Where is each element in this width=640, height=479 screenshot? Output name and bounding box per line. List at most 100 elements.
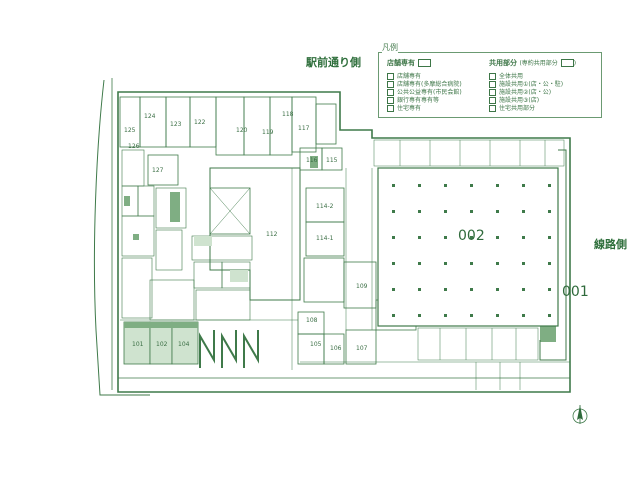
column-dot: [522, 288, 525, 291]
legend-store-item: 銀行専有専有等: [387, 95, 439, 104]
column-dot: [470, 236, 473, 239]
column-dot: [470, 314, 473, 317]
column-dot: [522, 210, 525, 213]
unit-102: 102: [156, 341, 168, 348]
column-dot: [470, 288, 473, 291]
shop-104: [171, 321, 199, 365]
column-dot: [548, 210, 551, 213]
column-dot: [444, 236, 447, 239]
unit-106: 106: [330, 345, 342, 352]
column-dot: [470, 262, 473, 265]
legend: 凡例 店舗専有 共用部分 (専約共用部分) 店舗専有 店舗専有(多摩総合病院) …: [378, 42, 602, 118]
column-dot: [470, 184, 473, 187]
column-dot: [548, 184, 551, 187]
top-shops: [119, 96, 343, 186]
unit-125: 125: [124, 127, 136, 134]
column-dot: [522, 236, 525, 239]
column-dot: [496, 210, 499, 213]
unit-124: 124: [144, 113, 156, 120]
column-dot: [444, 210, 447, 213]
column-dot: [548, 262, 551, 265]
unit-119: 119: [262, 129, 274, 136]
legend-shared-swatch: [560, 59, 574, 67]
legend-store-item: 店舗専有: [387, 71, 421, 80]
legend-shared-item: 施設共用①(店・公・駐): [489, 79, 563, 88]
column-dot: [496, 314, 499, 317]
column-dot: [522, 314, 525, 317]
column-dot: [392, 236, 395, 239]
column-dot: [392, 210, 395, 213]
corridor-lines: [120, 168, 373, 370]
column-dot: [392, 314, 395, 317]
shared-fill: [230, 270, 248, 282]
legend-shared-subtitle: (専約共用部分: [519, 60, 558, 67]
legend-store-title-text: 店舗専有: [387, 59, 415, 67]
column-dot: [418, 288, 421, 291]
legend-store-item: 住宅専有: [387, 103, 421, 112]
legend-shared-item: 施設共用③(店): [489, 95, 539, 104]
column-dot: [444, 314, 447, 317]
unit-127: 127: [152, 167, 164, 174]
column-dot: [548, 314, 551, 317]
column-dot: [522, 262, 525, 265]
legend-shared-title-text: 共用部分: [489, 59, 517, 67]
column-dot: [444, 184, 447, 187]
column-dot: [418, 314, 421, 317]
legend-title: 凡例: [382, 42, 398, 53]
unit-115: 115: [326, 157, 338, 164]
legend-store-item: 公共公益専有(市民会館): [387, 87, 462, 96]
unit-112: 112: [266, 231, 278, 238]
strip-001: [539, 149, 567, 361]
unit-105: 105: [310, 341, 322, 348]
unit-120: 120: [236, 127, 248, 134]
column-dot: [418, 184, 421, 187]
shop-row-band: [124, 322, 198, 328]
unit-123: 123: [170, 121, 182, 128]
column-dot: [444, 262, 447, 265]
unit-002: 002: [458, 228, 485, 244]
unit-117: 117: [298, 125, 310, 132]
small-rooms-left: [121, 149, 187, 319]
column-dot: [496, 288, 499, 291]
station-side-label: 駅前通り側: [306, 56, 361, 69]
legend-shared-item: 施設共用②(店・公): [489, 87, 551, 96]
north-arrow-icon: [572, 405, 588, 424]
unit-114-1: 114-1: [316, 235, 334, 242]
site-boundary: [93, 79, 150, 396]
unit-122: 122: [194, 119, 206, 126]
column-dot: [418, 210, 421, 213]
column-dot: [548, 288, 551, 291]
legend-store-swatch: [418, 59, 431, 67]
unit-104: 104: [178, 341, 190, 348]
column-dot: [444, 288, 447, 291]
column-dot: [496, 184, 499, 187]
legend-shared-item: 全体共用: [489, 71, 523, 80]
column-dot: [548, 236, 551, 239]
column-dot: [392, 262, 395, 265]
legend-shared-title: 共用部分 (専約共用部分): [489, 58, 576, 68]
column-dot: [470, 210, 473, 213]
top-right-band: [373, 139, 565, 167]
bottom-band: [417, 327, 539, 390]
railway-side-label: 線路側: [594, 238, 627, 251]
unit-114-2: 114-2: [316, 203, 334, 210]
unit-108: 108: [306, 317, 318, 324]
shops-114: [303, 187, 377, 309]
column-dot: [392, 288, 395, 291]
unit-109: 109: [356, 283, 368, 290]
legend-shared-item: 住宅共用部分: [489, 103, 535, 112]
column-dot: [392, 184, 395, 187]
shops-lower-mid: [297, 299, 417, 365]
column-dot: [418, 262, 421, 265]
legend-shared-subtitle-end: ): [573, 60, 577, 67]
unit-118: 118: [282, 111, 294, 118]
unit-126: 126: [128, 143, 140, 150]
stair-zigzag: [199, 330, 259, 368]
column-grid: [392, 184, 551, 317]
unit-001: 001: [562, 284, 589, 300]
hall-002: [377, 167, 559, 327]
column-dot: [496, 262, 499, 265]
column-dot: [522, 184, 525, 187]
column-dot: [418, 236, 421, 239]
